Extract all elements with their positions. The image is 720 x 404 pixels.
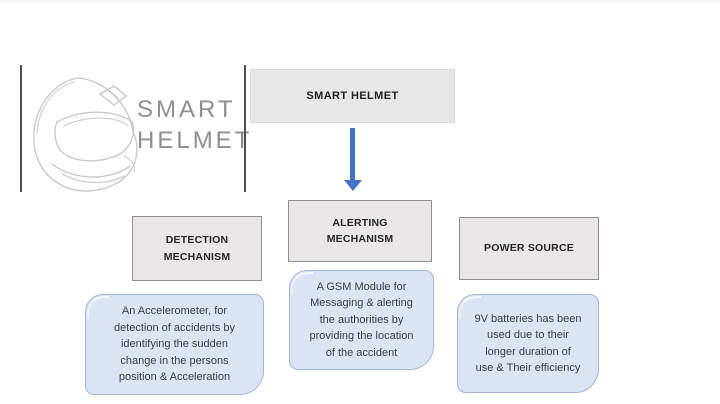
callout-line: change in the persons <box>120 354 229 367</box>
callout-line: An Accelerometer, for <box>121 305 228 318</box>
callout-line: providing the location <box>309 330 414 343</box>
callout-alerting-description[interactable]: A GSM Module for Messaging & alerting th… <box>289 270 434 370</box>
callout-line: longer duration of <box>485 345 571 358</box>
root-node-label: SMART HELMET <box>306 90 399 102</box>
node-power-source[interactable]: POWER SOURCE <box>459 217 599 280</box>
logo-wordmark: SMART HELMET <box>137 94 253 156</box>
callout-line: A GSM Module for <box>316 280 407 293</box>
callout-line: Messaging & alerting <box>310 297 413 310</box>
node-detection-mechanism[interactable]: DETECTION MECHANISM <box>132 216 262 281</box>
logo-word-helmet: HELMET <box>137 127 253 154</box>
callout-line: of the accident <box>325 346 398 359</box>
callout-line: used due to their <box>487 329 569 341</box>
logo-word-smart: SMART <box>137 96 236 123</box>
node-label: POWER SOURCE <box>484 242 574 255</box>
node-label: ALERTING MECHANISM <box>326 216 394 245</box>
callout-line: the authorities by <box>319 313 404 326</box>
callout-power-description[interactable]: 9V batteries has been used due to their … <box>457 294 599 393</box>
down-arrow-head-icon <box>344 180 362 191</box>
logo-left-divider <box>20 65 22 192</box>
callout-line: detection of accidents by <box>113 321 236 334</box>
callout-line: 9V batteries has been <box>474 312 582 325</box>
node-alerting-mechanism[interactable]: ALERTING MECHANISM <box>288 200 432 262</box>
helmet-sketch-icon <box>33 77 138 192</box>
callout-line: position & Acceleration <box>118 371 231 384</box>
callout-detection-description[interactable]: An Accelerometer, for detection of accid… <box>85 294 264 395</box>
logo-right-divider <box>244 65 246 192</box>
down-arrow-icon <box>350 128 355 181</box>
root-node-smart-helmet[interactable]: SMART HELMET <box>250 69 455 123</box>
node-label: DETECTION MECHANISM <box>163 234 231 263</box>
callout-line: use & Their efficiency <box>475 362 581 374</box>
callout-line: identifying the sudden <box>120 338 229 351</box>
